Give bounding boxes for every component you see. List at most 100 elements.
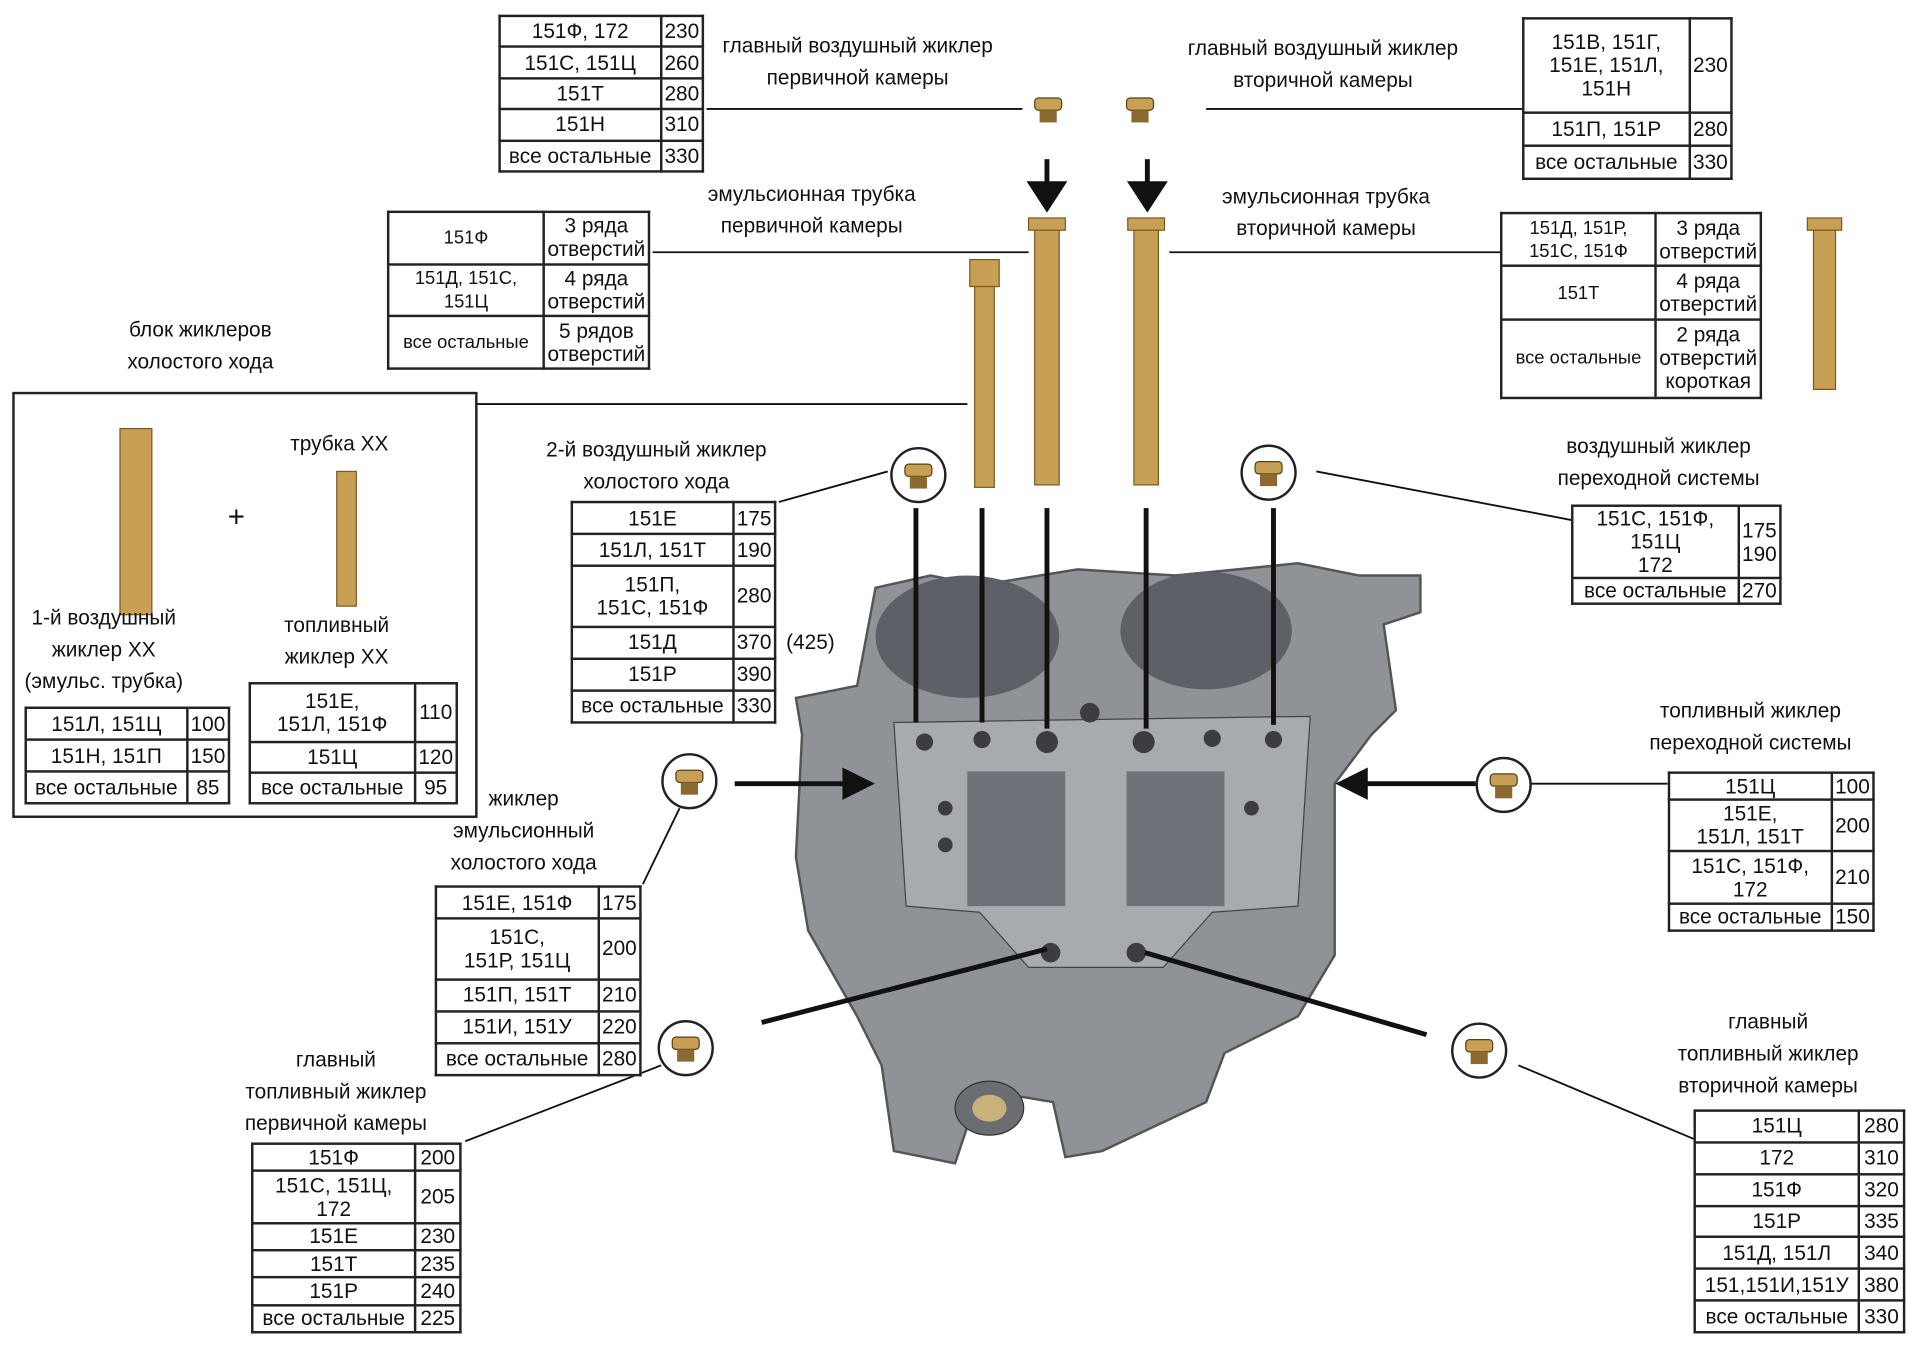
label-idle-air-2: 2-й воздушный жиклер холостого хода (546, 438, 767, 494)
value-cell: 390 (731, 657, 777, 692)
idle-jet-block-panel (12, 391, 478, 818)
model-cell: 151Д, 151С, 151Ц (386, 262, 546, 318)
value-cell: 370 (731, 625, 777, 660)
model-cell: 151Е, 151Ф (434, 885, 600, 920)
model-cell: 151Ф (251, 1142, 417, 1173)
model-cell: все остальные (248, 771, 416, 805)
model-cell: 151Д, 151Л (1693, 1235, 1861, 1271)
label-emulsion-primary: эмульсионная трубка первичной камеры (707, 182, 916, 238)
model-cell: 151Ц (248, 740, 416, 774)
model-cell: 151Т (498, 76, 662, 111)
value-cell: 3 ряда отверстий (542, 210, 651, 266)
value-cell: 310 (659, 107, 705, 142)
transition-air-jet-icon (1240, 444, 1297, 501)
main-air-jet-secondary-icon (1114, 83, 1166, 135)
value-cell: 330 (659, 139, 705, 173)
label-transition-fuel: топливный жиклер переходной системы (1649, 699, 1852, 755)
model-cell: все остальные (1571, 576, 1740, 605)
label-main-fuel-primary: главный топливный жиклер первичной камер… (244, 1048, 427, 1136)
value-cell: 335 (1857, 1204, 1906, 1239)
label-main-fuel-secondary: главный топливный жиклер вторичной камер… (1677, 1010, 1859, 1098)
label-idle-tube: трубка XX (290, 432, 389, 456)
model-cell: 151Е, 151Л, 151Ф (248, 682, 416, 744)
value-cell: 330 (1857, 1299, 1906, 1334)
value-cell: 110 (413, 682, 458, 744)
model-cell: 151Д, 151Р, 151С, 151Ф (1500, 211, 1657, 268)
model-cell: 151С, 151Р, 151Ц (434, 917, 600, 981)
model-cell: 151Ф (1693, 1172, 1861, 1207)
value-cell: 225 (413, 1303, 462, 1334)
value-cell: 240 (413, 1276, 462, 1307)
model-cell: 151Д (570, 625, 735, 660)
model-cell: все остальные (1522, 144, 1691, 181)
value-cell: 200 (1830, 798, 1875, 853)
main-air-jet-primary-icon (1022, 83, 1074, 135)
model-cell: 151С, 151Ф, 151Ц 172 (1571, 504, 1740, 580)
model-cell: 151Ц (1693, 1109, 1861, 1144)
value-cell: 175 (597, 885, 642, 920)
model-cell: 151С, 151Ф, 172 (1667, 850, 1833, 905)
value-cell: 95 (413, 771, 458, 805)
value-cell: 5 рядов отверстий (542, 315, 651, 370)
value-cell: 100 (185, 706, 231, 741)
label-idle-air-1: 1-й воздушный жиклер XX (эмульс. трубка) (24, 606, 184, 694)
value-cell: 220 (597, 1009, 642, 1045)
idle-emulsion-jet-icon (661, 753, 718, 810)
main-fuel-jet-primary-icon (657, 1020, 714, 1077)
label-idle-emulsion: жиклер эмульсионный холостого хода (450, 787, 597, 875)
model-cell: 151Р (1693, 1204, 1861, 1239)
model-cell: все остальные (386, 315, 546, 370)
value-cell: 205 (413, 1169, 462, 1225)
model-cell: все остальные (434, 1041, 600, 1077)
value-cell: 200 (413, 1142, 462, 1173)
label-transition-air: воздушный жиклер переходной системы (1557, 434, 1760, 490)
value-cell: 100 (1830, 771, 1875, 802)
model-cell: 151В, 151Г, 151Е, 151Л, 151Н (1522, 17, 1691, 114)
value-cell: 230 (1688, 17, 1733, 114)
transition-fuel-jet-icon (1475, 756, 1532, 814)
model-cell: 151П, 151Т (434, 978, 600, 1013)
model-cell: 151Е (570, 500, 735, 536)
value-cell: 4 ряда отверстий (1654, 265, 1763, 321)
value-cell: 230 (413, 1221, 462, 1252)
model-cell: 151Е, 151Л, 151Т (1667, 798, 1833, 853)
model-cell: 151И, 151У (434, 1009, 600, 1045)
model-cell: 151Е (251, 1221, 417, 1252)
model-cell: 151,151И,151У (1693, 1267, 1861, 1302)
model-cell: 151П, 151С, 151Ф (570, 564, 735, 628)
value-cell: 190 (731, 532, 777, 568)
model-cell: 151Т (1500, 265, 1657, 321)
model-cell: 151Н (498, 107, 662, 142)
idle-air-jet-icon (890, 446, 947, 504)
